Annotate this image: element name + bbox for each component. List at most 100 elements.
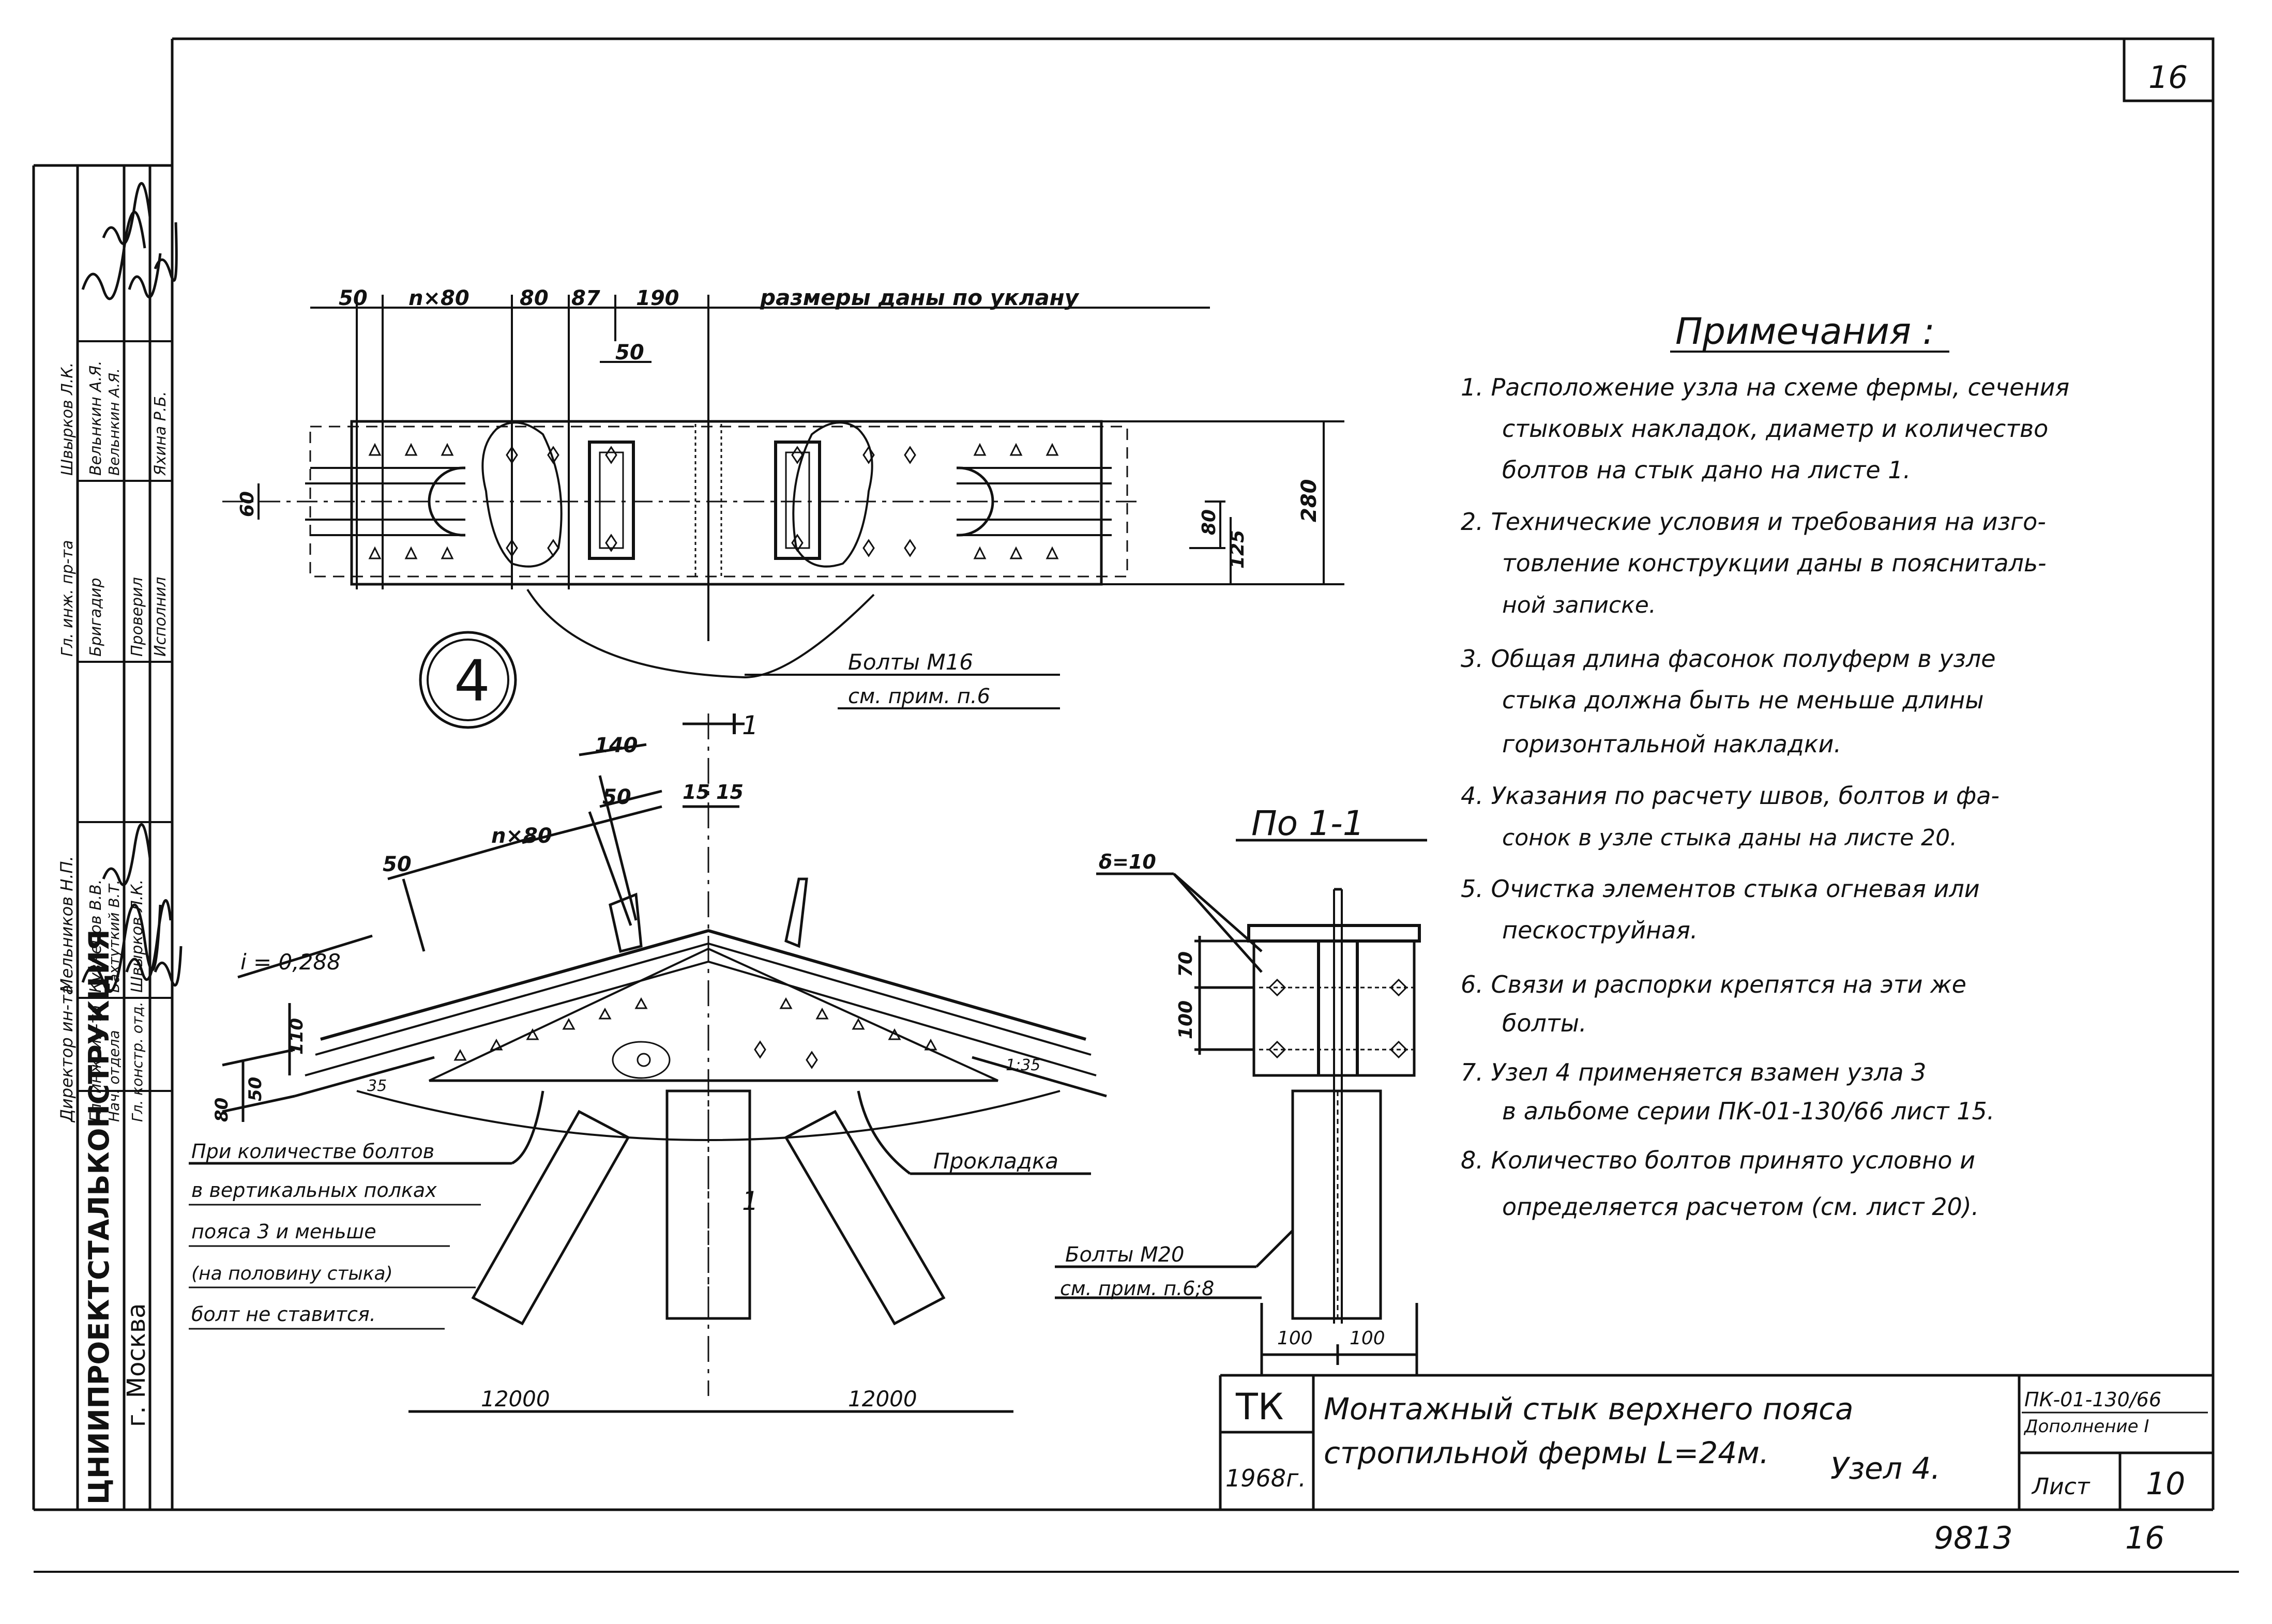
approval-name-1: Мельников Н.П. bbox=[57, 856, 77, 993]
tk-label: ТК bbox=[1235, 1386, 1283, 1428]
signatures bbox=[81, 182, 183, 993]
title-series: ПК-01-130/66 bbox=[2024, 1388, 2161, 1411]
section-bolts bbox=[1259, 978, 1414, 1059]
plan-dim-50-plate: 50 bbox=[615, 341, 644, 365]
elev-dim-50c: 50 bbox=[245, 1077, 266, 1101]
title-supplement: Дополнение I bbox=[2023, 1416, 2149, 1437]
note-line-3: болтов на стык дано на листе 1. bbox=[1502, 456, 1911, 484]
title-sheet-label: Лист bbox=[2031, 1474, 2091, 1500]
approval-role-3: Нач. отдела bbox=[105, 1030, 123, 1122]
note-line-16: 7. Узел 4 применяется взамен узла 3 bbox=[1461, 1058, 1926, 1086]
note-line-19: определяется расчетом (см. лист 20). bbox=[1502, 1193, 1979, 1221]
org-name: ЦНИИПРОЕКТСТАЛЬКОНСТРУКЦИЯ bbox=[83, 930, 115, 1505]
note-line-11: сонок в узле стыка даны на листе 20. bbox=[1502, 825, 1957, 851]
note-line-14: 6. Связи и распорки крепятся на эти же bbox=[1461, 970, 1966, 998]
elev-note-line-2: в вертикальных полках bbox=[191, 1179, 437, 1202]
section-title: По 1-1 bbox=[1251, 803, 1365, 843]
plan-dim-80-right: 80 bbox=[1199, 509, 1220, 535]
approval-name-5: Швырков Л.К. bbox=[58, 362, 77, 476]
note-line-17: в альбоме серии ПК-01-130/66 лист 15. bbox=[1502, 1097, 1994, 1125]
sheet-frame bbox=[32, 37, 2239, 1573]
elev-note-line-5: болт не ставится. bbox=[191, 1303, 376, 1326]
note-line-8: стыка должна быть не меньше длины bbox=[1502, 686, 1984, 714]
elev-note-line-3: пояса 3 и меньше bbox=[191, 1220, 376, 1243]
elev-dim-50a: 50 bbox=[602, 785, 631, 809]
note-line-1: 1. Расположение узла на схеме фермы, сеч… bbox=[1461, 373, 2069, 401]
elev-span-left: 12000 bbox=[481, 1386, 550, 1411]
section-view: По 1-1 δ=10 70 100 Болты М20 см. прим. п… bbox=[1055, 803, 1427, 1375]
approval-role-4: Гл. констр. отд. bbox=[129, 1001, 146, 1122]
approval-role-6: Бригадир bbox=[87, 578, 105, 657]
elev-dim-15b: 15 bbox=[716, 781, 744, 803]
plan-dim-n80: n×80 bbox=[408, 286, 469, 310]
elev-dim-110: 110 bbox=[286, 1018, 307, 1055]
plan-dim-87: 87 bbox=[571, 286, 600, 310]
approval-role-7: Проверил bbox=[128, 577, 146, 657]
notes-block: Примечания : 1. Расположение узла на схе… bbox=[1461, 310, 2069, 1221]
title-node: Узел 4. bbox=[1830, 1451, 1941, 1486]
elev-dim-n80: n×80 bbox=[491, 824, 552, 848]
elev-section-mark-bottom: 1 bbox=[742, 1186, 759, 1216]
note-line-4: 2. Технические условия и требования на и… bbox=[1461, 508, 2046, 536]
section-dim-70: 70 bbox=[1175, 951, 1196, 977]
approval-strip: Директор ин-та Мельников Н.П. Гл. инж. и… bbox=[57, 182, 183, 1505]
elev-slope: i = 0,288 bbox=[240, 949, 341, 975]
section-bolts-label: Болты М20 bbox=[1065, 1243, 1185, 1267]
note-line-15: болты. bbox=[1502, 1009, 1587, 1037]
page-number: 16 bbox=[2148, 59, 2188, 96]
plan-bolts bbox=[368, 443, 1059, 559]
elevation-bolts bbox=[453, 997, 937, 1079]
elev-dim-15a: 15 bbox=[683, 781, 710, 803]
elev-bolt-note: При количестве болтов в вертикальных пол… bbox=[189, 1140, 481, 1330]
plan-dim-190: 190 bbox=[636, 286, 679, 310]
title-sheet-number: 10 bbox=[2146, 1466, 2185, 1502]
notes-title: Примечания : bbox=[1675, 310, 1935, 353]
plan-dim-80: 80 bbox=[520, 286, 549, 310]
plan-dim-50: 50 bbox=[339, 286, 368, 310]
section-thickness: δ=10 bbox=[1099, 851, 1156, 873]
elev-section-mark-top: 1 bbox=[742, 710, 759, 740]
elevation-view: 140 50 n×80 50 15 15 1 1 i = 0,288 110 5… bbox=[189, 710, 1107, 1413]
elev-note-line-4: (на половину стыка) bbox=[191, 1263, 393, 1284]
approval-name-3: Бахтуткий В.Т. bbox=[105, 880, 123, 993]
approval-name-7: Вельнкин А.Я. bbox=[105, 368, 123, 476]
note-line-2: стыковых накладок, диаметр и количество bbox=[1502, 415, 2048, 443]
approval-name-6: Вельнкин А.Я. bbox=[87, 360, 105, 476]
note-line-7: 3. Общая длина фасонок полуферм в узле bbox=[1461, 645, 1996, 673]
plan-bolts-label: Болты М16 bbox=[848, 649, 973, 675]
elev-dim-50b: 50 bbox=[383, 853, 412, 876]
plan-bolts-ref: см. прим. п.6 bbox=[848, 685, 990, 708]
approval-role-5: Гл. инж. пр-та bbox=[58, 540, 77, 657]
approval-name-8: Яхина Р.Б. bbox=[152, 391, 170, 476]
elev-dim-35b: 1:35 bbox=[1006, 1056, 1040, 1074]
note-line-18: 8. Количество болтов принято условно и bbox=[1461, 1146, 1975, 1174]
page-number-box: 16 bbox=[2123, 37, 2215, 102]
plan-dim-60: 60 bbox=[237, 491, 258, 517]
bottom-code: 9813 bbox=[1934, 1520, 2013, 1556]
section-bolts-ref: см. прим. п.6;8 bbox=[1060, 1277, 1214, 1300]
elev-dim-140: 140 bbox=[595, 734, 638, 757]
elev-note-line-1: При количестве болтов bbox=[191, 1140, 434, 1163]
note-line-6: ной записке. bbox=[1502, 592, 1656, 618]
approval-role-1: Директор ин-та bbox=[57, 985, 77, 1123]
note-line-13: пескоструйная. bbox=[1502, 916, 1698, 944]
section-dim-100a: 100 bbox=[1277, 1328, 1313, 1349]
elev-dim-35a: 35 bbox=[367, 1077, 387, 1095]
elev-gasket-label: Прокладка bbox=[933, 1148, 1058, 1174]
elev-span-right: 12000 bbox=[848, 1386, 917, 1411]
note-line-10: 4. Указания по расчету швов, болтов и фа… bbox=[1461, 782, 2000, 810]
approval-role-2: Гл. инж. ин-та bbox=[87, 1005, 105, 1122]
title-year: 1968г. bbox=[1225, 1464, 1306, 1492]
note-line-9: горизонтальной накладки. bbox=[1502, 730, 1841, 758]
plan-view: 50 n×80 80 87 190 размеры даны по уклану… bbox=[222, 285, 1344, 709]
node-number: 4 bbox=[454, 648, 490, 714]
elev-dim-80: 80 bbox=[211, 1098, 232, 1122]
plan-dim-280: 280 bbox=[1297, 479, 1321, 523]
title-line-1: Монтажный стык верхнего пояса bbox=[1324, 1391, 1854, 1426]
note-line-12: 5. Очистка элементов стыка огневая или bbox=[1461, 875, 1980, 903]
note-line-5: товление конструкции даны в поясниталь- bbox=[1502, 549, 2047, 577]
title-line-2: стропильной фермы L=24м. bbox=[1324, 1435, 1769, 1470]
section-dim-100: 100 bbox=[1175, 1000, 1196, 1039]
plan-dims-note: размеры даны по уклану bbox=[760, 285, 1080, 310]
